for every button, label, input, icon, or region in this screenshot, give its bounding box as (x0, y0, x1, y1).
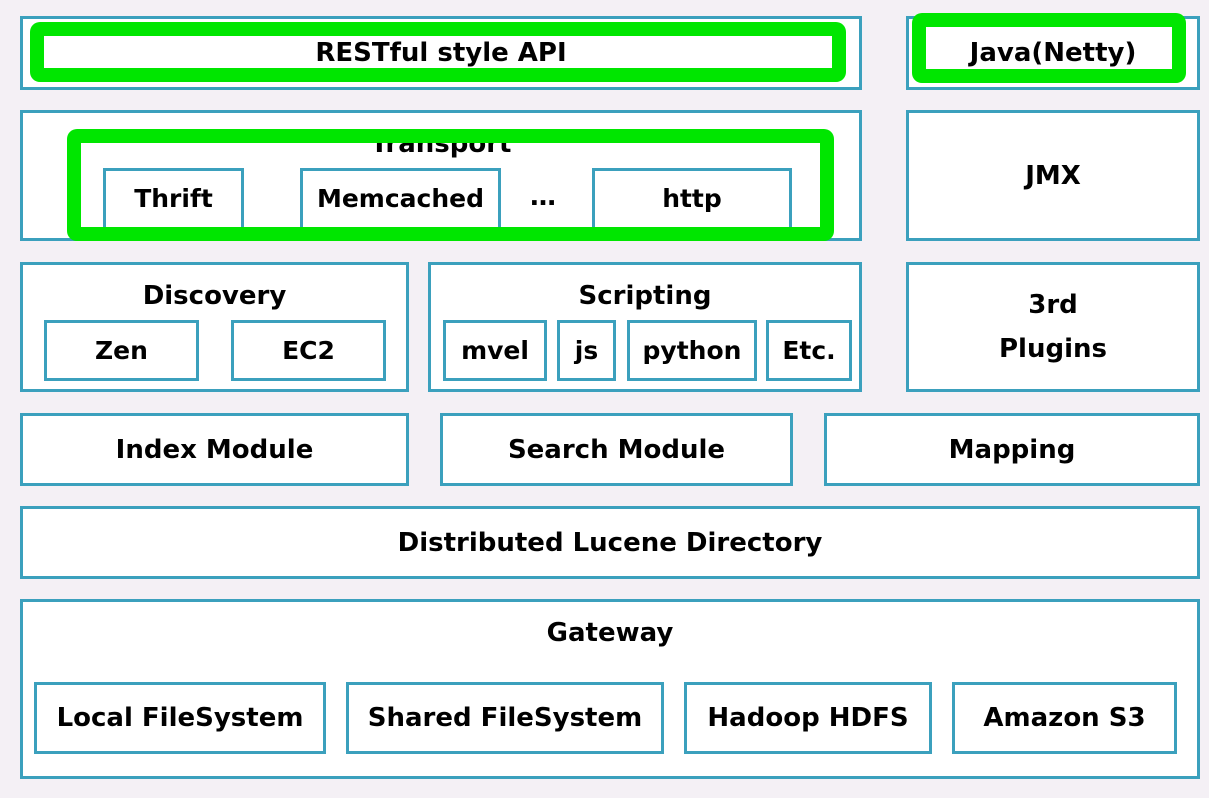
discovery-title: Discovery (142, 281, 287, 311)
gateway-hadoop-hdfs: Hadoop HDFS (684, 682, 932, 754)
gateway-shared-fs: Shared FileSystem (346, 682, 664, 754)
restful-api-label: RESTful style API (315, 38, 567, 68)
jmx-label: JMX (1025, 160, 1081, 191)
scripting-python: python (627, 320, 757, 381)
discovery-ec2: EC2 (231, 320, 386, 381)
index-module-box: Index Module (20, 413, 409, 486)
search-module-label: Search Module (507, 434, 726, 465)
gateway-amazon-s3: Amazon S3 (952, 682, 1177, 754)
search-module-box: Search Module (440, 413, 793, 486)
transport-thrift: Thrift (103, 168, 244, 230)
java-netty-box: Java(Netty) (906, 16, 1200, 90)
lucene-directory-box: Distributed Lucene Directory (20, 506, 1200, 579)
mapping-label: Mapping (948, 434, 1076, 465)
transport-http: http (592, 168, 792, 230)
scripting-title: Scripting (578, 281, 712, 311)
plugins-box: 3rd Plugins (906, 262, 1200, 392)
gateway-local-fs: Local FileSystem (34, 682, 326, 754)
gateway-title: Gateway (546, 618, 674, 648)
transport-memcached: Memcached (300, 168, 501, 230)
mapping-box: Mapping (824, 413, 1200, 486)
scripting-etc: Etc. (766, 320, 852, 381)
scripting-js: js (557, 320, 616, 381)
transport-ellipsis: … (530, 182, 556, 212)
lucene-directory-label: Distributed Lucene Directory (397, 527, 823, 558)
transport-title: Transport (370, 129, 512, 159)
jmx-box: JMX (906, 110, 1200, 241)
plugins-line2: Plugins (999, 334, 1107, 364)
scripting-mvel: mvel (443, 320, 547, 381)
java-netty-label: Java(Netty) (969, 38, 1137, 68)
plugins-line1: 3rd (1028, 290, 1078, 320)
discovery-zen: Zen (44, 320, 199, 381)
index-module-label: Index Module (115, 434, 314, 465)
restful-api-box: RESTful style API (20, 16, 862, 90)
